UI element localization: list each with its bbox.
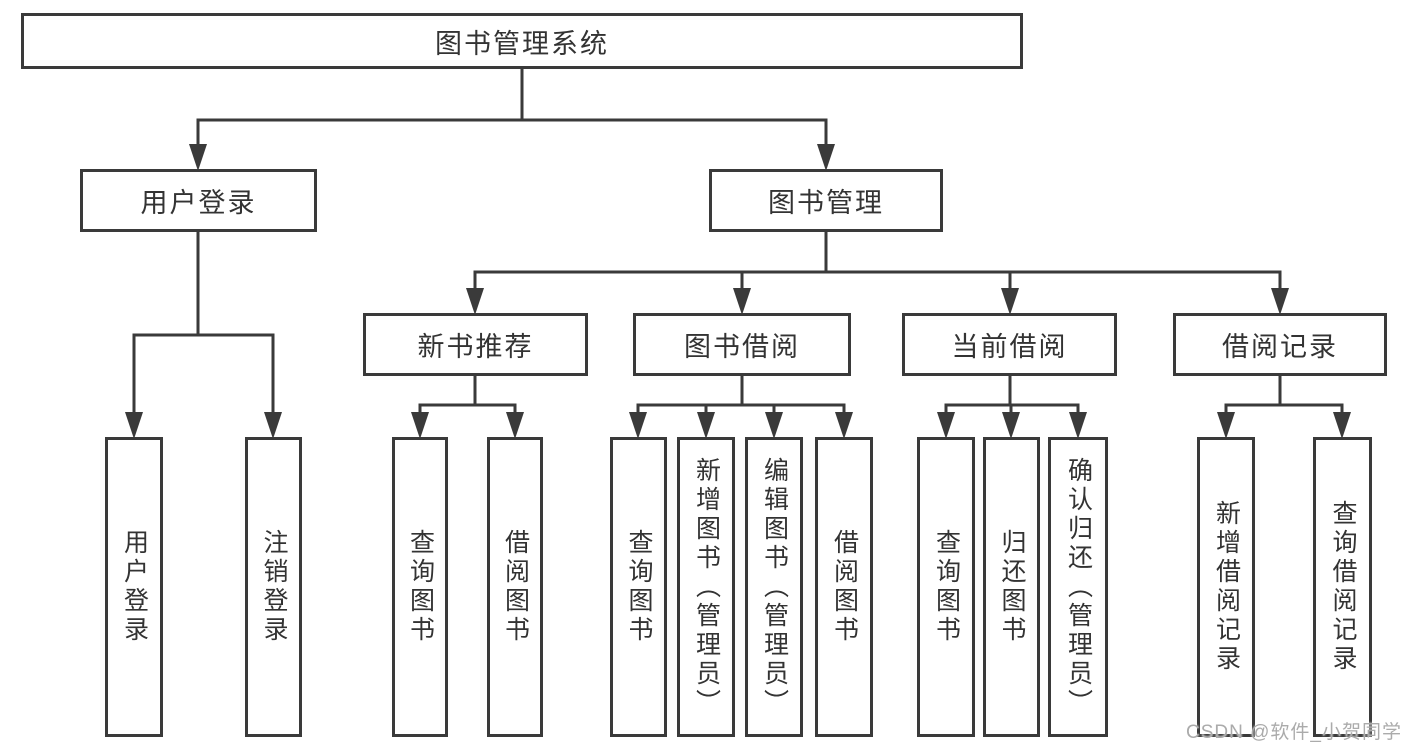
leaf-logout: 注销登录 — [245, 437, 302, 737]
leaf-borrowing-add-books: 新增图书（管理员） — [677, 437, 735, 737]
leaf-borrowing-borrow-books: 借阅图书 — [815, 437, 873, 737]
leaf-current-query-books: 查询图书 — [917, 437, 975, 737]
leaf-records-add-record-label: 新增借阅记录 — [1212, 500, 1241, 674]
node-current-borrowing-label: 当前借阅 — [951, 332, 1068, 362]
node-user-login-label: 用户登录 — [140, 188, 257, 218]
node-current-borrowing: 当前借阅 — [902, 313, 1117, 376]
leaf-recommend-query-books: 查询图书 — [392, 437, 448, 737]
node-user-login: 用户登录 — [80, 169, 317, 232]
node-borrowing-records-label: 借阅记录 — [1222, 332, 1338, 362]
leaf-recommend-borrow-books-label: 借阅图书 — [501, 529, 530, 645]
leaf-borrowing-add-books-label: 新增图书（管理员） — [692, 456, 721, 718]
leaf-borrowing-query-books-label: 查询图书 — [625, 529, 653, 645]
leaf-borrowing-borrow-books-label: 借阅图书 — [830, 529, 859, 645]
leaf-user-login-label: 用户登录 — [120, 529, 149, 645]
leaf-current-confirm-return: 确认归还（管理员） — [1048, 437, 1108, 737]
node-book-management-label: 图书管理 — [768, 188, 884, 218]
leaf-logout-label: 注销登录 — [260, 529, 288, 645]
leaf-records-add-record: 新增借阅记录 — [1197, 437, 1255, 737]
node-book-management: 图书管理 — [709, 169, 943, 232]
leaf-current-return-books-label: 归还图书 — [998, 529, 1026, 645]
node-library-system-label: 图书管理系统 — [435, 28, 609, 59]
leaf-records-query-record-label: 查询借阅记录 — [1329, 500, 1357, 674]
node-borrowing-records: 借阅记录 — [1173, 313, 1387, 376]
leaf-user-login: 用户登录 — [105, 437, 163, 737]
leaf-borrowing-edit-books: 编辑图书（管理员） — [745, 437, 803, 737]
leaf-current-query-books-label: 查询图书 — [932, 529, 961, 645]
node-new-book-recommend-label: 新书推荐 — [417, 332, 534, 362]
csdn-watermark: CSDN @软件_小贺同学 — [1186, 722, 1402, 743]
node-book-borrowing: 图书借阅 — [633, 313, 851, 376]
leaf-borrowing-edit-books-label: 编辑图书（管理员） — [760, 456, 789, 718]
node-library-system: 图书管理系统 — [21, 13, 1023, 69]
leaf-recommend-borrow-books: 借阅图书 — [487, 437, 543, 737]
leaf-borrowing-query-books: 查询图书 — [610, 437, 667, 737]
node-book-borrowing-label: 图书借阅 — [684, 332, 800, 362]
leaf-current-return-books: 归还图书 — [983, 437, 1040, 737]
leaf-recommend-query-books-label: 查询图书 — [406, 529, 435, 645]
leaf-current-confirm-return-label: 确认归还（管理员） — [1064, 456, 1093, 718]
node-new-book-recommend: 新书推荐 — [363, 313, 588, 376]
leaf-records-query-record: 查询借阅记录 — [1313, 437, 1372, 737]
